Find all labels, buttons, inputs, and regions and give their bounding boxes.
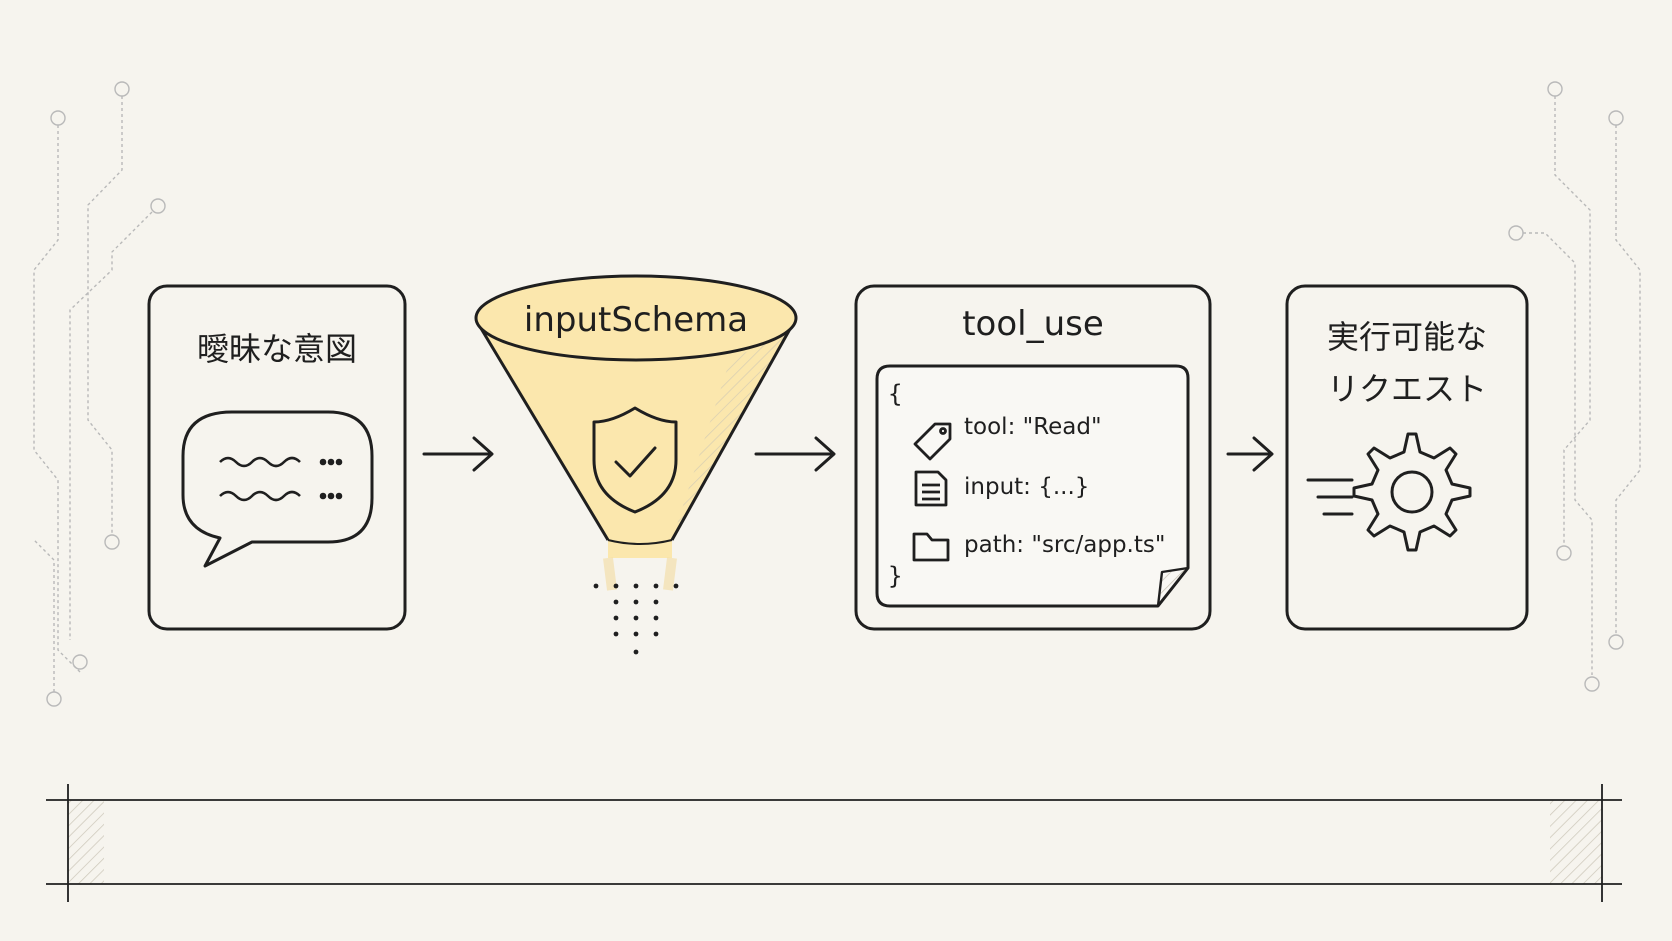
code-key: tool: [964, 414, 1008, 440]
code-line-tool: tool: "Read": [964, 414, 1102, 440]
code-value: {...}: [1038, 474, 1090, 500]
shield-check-icon: [592, 406, 678, 514]
code-value: "Read": [1022, 414, 1102, 440]
code-open-brace: {: [888, 380, 903, 408]
tooluse-title: tool_use: [962, 304, 1104, 344]
code-close-brace: }: [888, 562, 903, 590]
request-box: [1285, 284, 1529, 631]
tooluse-box: [854, 284, 1212, 631]
code-colon: :: [1023, 474, 1039, 500]
circuit-right-decoration: [1508, 81, 1641, 692]
code-card: [875, 364, 1190, 608]
code-key: path: [964, 532, 1017, 558]
circuit-left-decoration: [33, 81, 166, 707]
gear-icon: [1352, 432, 1472, 552]
document-icon: [914, 470, 948, 507]
arrow-right-icon: [754, 436, 836, 472]
intent-box: [147, 284, 407, 631]
speech-bubble-icon: [181, 410, 374, 568]
code-value: "src/app.ts": [1031, 532, 1166, 558]
code-line-path: path: "src/app.ts": [964, 532, 1165, 558]
code-colon: :: [1016, 532, 1032, 558]
request-title-line1: 実行可能な: [1326, 318, 1487, 356]
code-colon: :: [1007, 414, 1023, 440]
request-title-line2: リクエスト: [1326, 370, 1487, 408]
intent-title: 曖昧な意図: [196, 330, 357, 368]
speed-lines: [1306, 478, 1354, 516]
arrow-right-icon: [422, 436, 494, 472]
arrow-right-icon: [1226, 436, 1274, 472]
schema-title: inputSchema: [523, 300, 749, 340]
code-line-input: input: {...}: [964, 474, 1089, 500]
bottom-frame: [46, 784, 1622, 902]
folder-icon: [912, 532, 950, 562]
schema-funnel: [474, 274, 798, 591]
funnel-output-dots: [593, 583, 679, 655]
page-curl: [1156, 566, 1190, 608]
tag-icon: [913, 422, 952, 461]
code-key: input: [964, 474, 1024, 500]
